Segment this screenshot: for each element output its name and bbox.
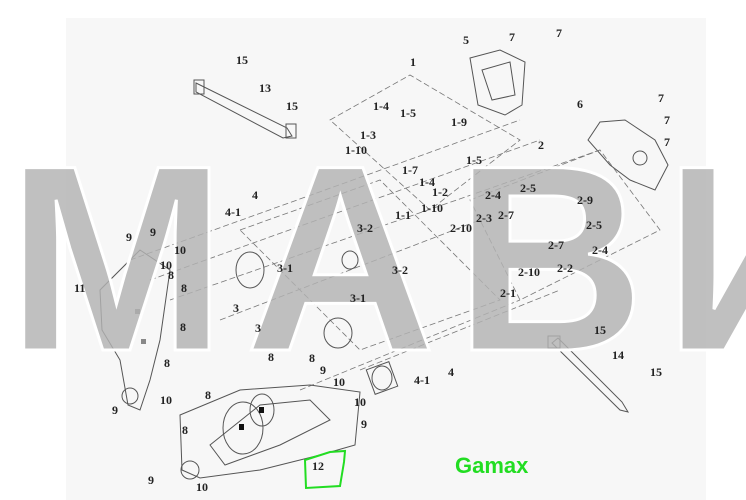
part-label-2-5: 2-5	[586, 218, 602, 232]
part-label-1: 1	[410, 55, 416, 69]
part-label-3: 3	[233, 301, 239, 315]
part-label-6: 6	[577, 97, 583, 111]
assembly-lines	[129, 74, 661, 391]
part-label-1-4: 1-4	[419, 175, 435, 189]
part-label-9: 9	[126, 230, 132, 244]
part-label-2-5: 2-5	[520, 181, 536, 195]
bracket-13	[193, 79, 297, 139]
part-label-1-10: 1-10	[421, 201, 443, 215]
cover-5	[469, 49, 526, 116]
part-label-15: 15	[286, 99, 298, 113]
part-label-4-1: 4-1	[225, 205, 241, 219]
part-label-2-7: 2-7	[548, 238, 564, 252]
part-label-15: 15	[650, 365, 662, 379]
part-label-2: 2	[538, 138, 544, 152]
part-label-4: 4	[448, 365, 454, 379]
part-label-5: 5	[463, 33, 469, 47]
part-label-9: 9	[361, 417, 367, 431]
part-label-7: 7	[658, 91, 664, 105]
part-label-2-1: 2-1	[500, 286, 516, 300]
part-label-15: 15	[594, 323, 606, 337]
part-label-10: 10	[174, 243, 186, 257]
part-label-2-2: 2-2	[557, 261, 573, 275]
part-label-2-3: 2-3	[476, 211, 492, 225]
bracket-14	[547, 335, 630, 413]
watermark: МАВИР	[6, 111, 746, 407]
part-label-8: 8	[182, 423, 188, 437]
bulbs	[235, 250, 399, 395]
part-label-8: 8	[168, 268, 174, 282]
part-label-8: 8	[181, 281, 187, 295]
part-label-3: 3	[255, 321, 261, 335]
part-label-1-3: 1-3	[360, 128, 376, 142]
part-label-9: 9	[148, 473, 154, 487]
part-label-4-1: 4-1	[414, 373, 430, 387]
part-label-3-1: 3-1	[277, 261, 293, 275]
highlight-box-part-12	[303, 449, 347, 490]
part-label-2-4: 2-4	[485, 188, 501, 202]
part-label-4: 4	[252, 188, 258, 202]
part-label-1-2: 1-2	[432, 185, 448, 199]
part-label-9: 9	[112, 403, 118, 417]
part-label-2-10: 2-10	[518, 265, 540, 279]
part-label-2-4: 2-4	[592, 243, 608, 257]
part-label-8: 8	[205, 388, 211, 402]
part-label-1-5: 1-5	[400, 106, 416, 120]
part-label-14: 14	[612, 348, 624, 362]
part-label-8: 8	[309, 351, 315, 365]
part-label-8: 8	[268, 350, 274, 364]
part-label-10: 10	[196, 480, 208, 494]
part-label-1-9: 1-9	[451, 115, 467, 129]
part-label-1-10: 1-10	[345, 143, 367, 157]
part-label-1-1: 1-1	[395, 208, 411, 222]
cover-6	[587, 119, 669, 191]
part-label-1-5: 1-5	[466, 153, 482, 167]
part-label-2-7: 2-7	[498, 208, 514, 222]
part-label-1-4: 1-4	[373, 99, 389, 113]
part-label-2-9: 2-9	[577, 193, 593, 207]
part-label-15: 15	[236, 53, 248, 67]
part-label-12: 12	[312, 459, 324, 473]
part-label-9: 9	[150, 225, 156, 239]
part-label-7: 7	[664, 135, 670, 149]
part-label-1-7: 1-7	[402, 163, 418, 177]
diagram-background	[66, 18, 706, 500]
part-label-3-2: 3-2	[392, 263, 408, 277]
headlight-arm-11	[99, 249, 171, 411]
part-label-7: 7	[664, 113, 670, 127]
part-label-7: 7	[509, 30, 515, 44]
part-label-2-10: 2-10	[450, 221, 472, 235]
brand-label: Gamax	[455, 453, 529, 478]
part-label-8: 8	[180, 320, 186, 334]
part-label-8: 8	[164, 356, 170, 370]
part-label-11: 11	[74, 281, 85, 295]
part-label-7: 7	[556, 26, 562, 40]
part-label-9: 9	[320, 363, 326, 377]
part-label-3-2: 3-2	[357, 221, 373, 235]
part-label-3-1: 3-1	[350, 291, 366, 305]
part-label-10: 10	[160, 258, 172, 272]
part-label-10: 10	[160, 393, 172, 407]
part-label-10: 10	[354, 395, 366, 409]
part-label-10: 10	[333, 375, 345, 389]
headlight-housing-12	[179, 384, 361, 480]
part-label-13: 13	[259, 81, 271, 95]
